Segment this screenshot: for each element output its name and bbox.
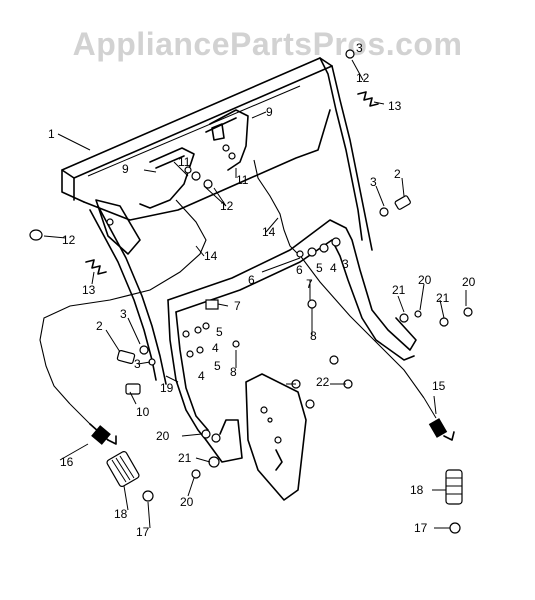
callout-7a: 7 (234, 299, 241, 313)
callout-18a: 18 (114, 507, 128, 521)
callout-2b: 2 (96, 319, 103, 333)
callout-3c: 3 (342, 257, 349, 271)
callout-7b: 7 (306, 277, 313, 291)
callout-18b: 18 (410, 483, 424, 497)
callout-9b: 9 (122, 162, 129, 176)
callout-14a: 14 (262, 225, 276, 239)
callout-12a: 12 (220, 199, 234, 213)
callout-20b: 20 (180, 495, 194, 509)
callout-1: 1 (48, 127, 55, 141)
callout-3e: 3 (134, 357, 141, 371)
callout-6a: 6 (248, 273, 255, 287)
callout-20c: 20 (418, 273, 432, 287)
callout-8b: 8 (230, 365, 237, 379)
callout-4a: 4 (330, 261, 337, 275)
callout-20d: 20 (462, 275, 476, 289)
callout-11a: 11 (178, 155, 191, 169)
callout-15: 15 (432, 379, 446, 393)
callout-11b: 11 (236, 173, 249, 187)
left-spring-assembly (69, 403, 154, 502)
callout-labels: 1 9 9 11 11 12 12 12 3 13 13 14 14 2 3 6… (48, 41, 476, 539)
callout-20a: 20 (156, 429, 170, 443)
spring-13-left (85, 259, 107, 275)
callout-21c: 21 (436, 291, 450, 305)
callout-3a: 3 (356, 41, 363, 55)
callout-13b: 13 (82, 283, 96, 297)
callout-5c: 5 (214, 359, 221, 373)
callout-14b: 14 (204, 249, 218, 263)
callout-19: 19 (160, 381, 174, 395)
left-bracket (95, 199, 141, 255)
callout-8a: 8 (310, 329, 317, 343)
callout-12c: 12 (62, 233, 76, 247)
lower-handle (167, 219, 417, 463)
upper-handle (61, 57, 373, 385)
mounting-plate (245, 373, 307, 501)
callout-4c: 4 (198, 369, 205, 383)
callout-5b: 5 (216, 325, 223, 339)
callout-21b: 21 (392, 283, 406, 297)
callout-5a: 5 (316, 261, 323, 275)
lever-9-left (139, 147, 195, 209)
callout-10: 10 (136, 405, 150, 419)
hardware (29, 49, 473, 479)
callout-17b: 17 (414, 521, 428, 535)
callout-16: 16 (60, 455, 74, 469)
callout-9a: 9 (266, 105, 273, 119)
callout-17a: 17 (136, 525, 150, 539)
callout-4b: 4 (212, 341, 219, 355)
callout-12b: 12 (356, 71, 370, 85)
callout-2a: 2 (394, 167, 401, 181)
right-spring-assembly (423, 397, 463, 534)
spring-13-top (357, 91, 379, 107)
lever-9-right (205, 109, 249, 171)
callout-21a: 21 (178, 451, 192, 465)
callout-13a: 13 (388, 99, 402, 113)
leader-lines (43, 59, 467, 529)
cable-14 (39, 159, 425, 405)
callout-3b: 3 (370, 175, 377, 189)
callout-3d: 3 (120, 307, 127, 321)
callout-22: 22 (316, 375, 330, 389)
callout-6b: 6 (296, 263, 303, 277)
